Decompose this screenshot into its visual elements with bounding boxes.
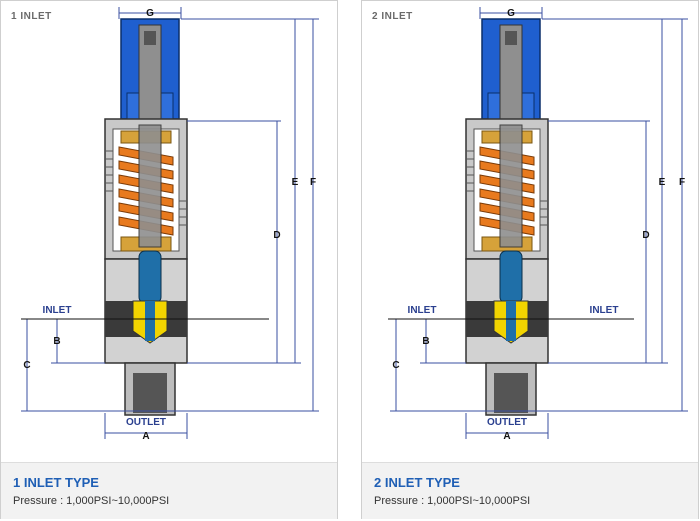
label-g: G	[507, 8, 515, 19]
label-e: E	[292, 177, 299, 188]
label-c: C	[23, 360, 30, 371]
valve-body	[104, 18, 188, 416]
label-c: C	[392, 360, 399, 371]
pressure-rating: Pressure : 1,000PSI~10,000PSI	[13, 495, 170, 507]
poppet	[145, 301, 155, 341]
outlet-bore	[494, 373, 528, 413]
label-g: G	[146, 8, 154, 19]
panel-2-inlet: 2 INLET	[361, 0, 699, 519]
label-b: B	[53, 336, 60, 347]
pressure-rating: Pressure : 1,000PSI~10,000PSI	[374, 495, 531, 507]
stem-slot	[505, 31, 517, 45]
label-outlet: OUTLET	[126, 417, 166, 428]
panel-title: 1 INLET TYPE	[13, 475, 99, 490]
label-f: F	[310, 177, 316, 188]
label-f: F	[679, 177, 685, 188]
diagram-2-inlet: 2 INLET	[362, 1, 698, 462]
stem-slot	[144, 31, 156, 45]
label-a: A	[142, 431, 149, 442]
panel-footer	[1, 462, 337, 519]
panel-tag: 2 INLET	[372, 11, 413, 22]
label-e: E	[659, 177, 666, 188]
piston	[138, 250, 162, 304]
piston	[499, 250, 523, 304]
label-d: D	[642, 230, 649, 241]
panel-footer	[362, 462, 698, 519]
panel-tag: 1 INLET	[11, 11, 52, 22]
panel-1-inlet: 1 INLET	[0, 0, 338, 519]
outlet-bore	[133, 373, 167, 413]
spindle	[138, 124, 162, 248]
label-d: D	[273, 230, 280, 241]
label-a: A	[503, 431, 510, 442]
poppet	[506, 301, 516, 341]
label-inlet-right: INLET	[590, 305, 619, 316]
label-inlet-left: INLET	[43, 305, 72, 316]
valve-body	[465, 18, 549, 416]
spindle	[499, 124, 523, 248]
label-b: B	[422, 336, 429, 347]
valve-drawing-1: G E F D C B A OUTLET INLET	[21, 7, 319, 442]
diagram-1-inlet: 1 INLET	[1, 1, 337, 462]
panel-title: 2 INLET TYPE	[374, 475, 460, 490]
label-inlet-left: INLET	[408, 305, 437, 316]
bonnet-threads	[105, 150, 187, 226]
dimension-lines	[21, 7, 319, 439]
bonnet-threads	[466, 150, 548, 226]
dimension-lines	[390, 7, 688, 439]
label-outlet: OUTLET	[487, 417, 527, 428]
valve-drawing-2: G E F D C B A OUTLET INLET INLET	[388, 7, 688, 442]
